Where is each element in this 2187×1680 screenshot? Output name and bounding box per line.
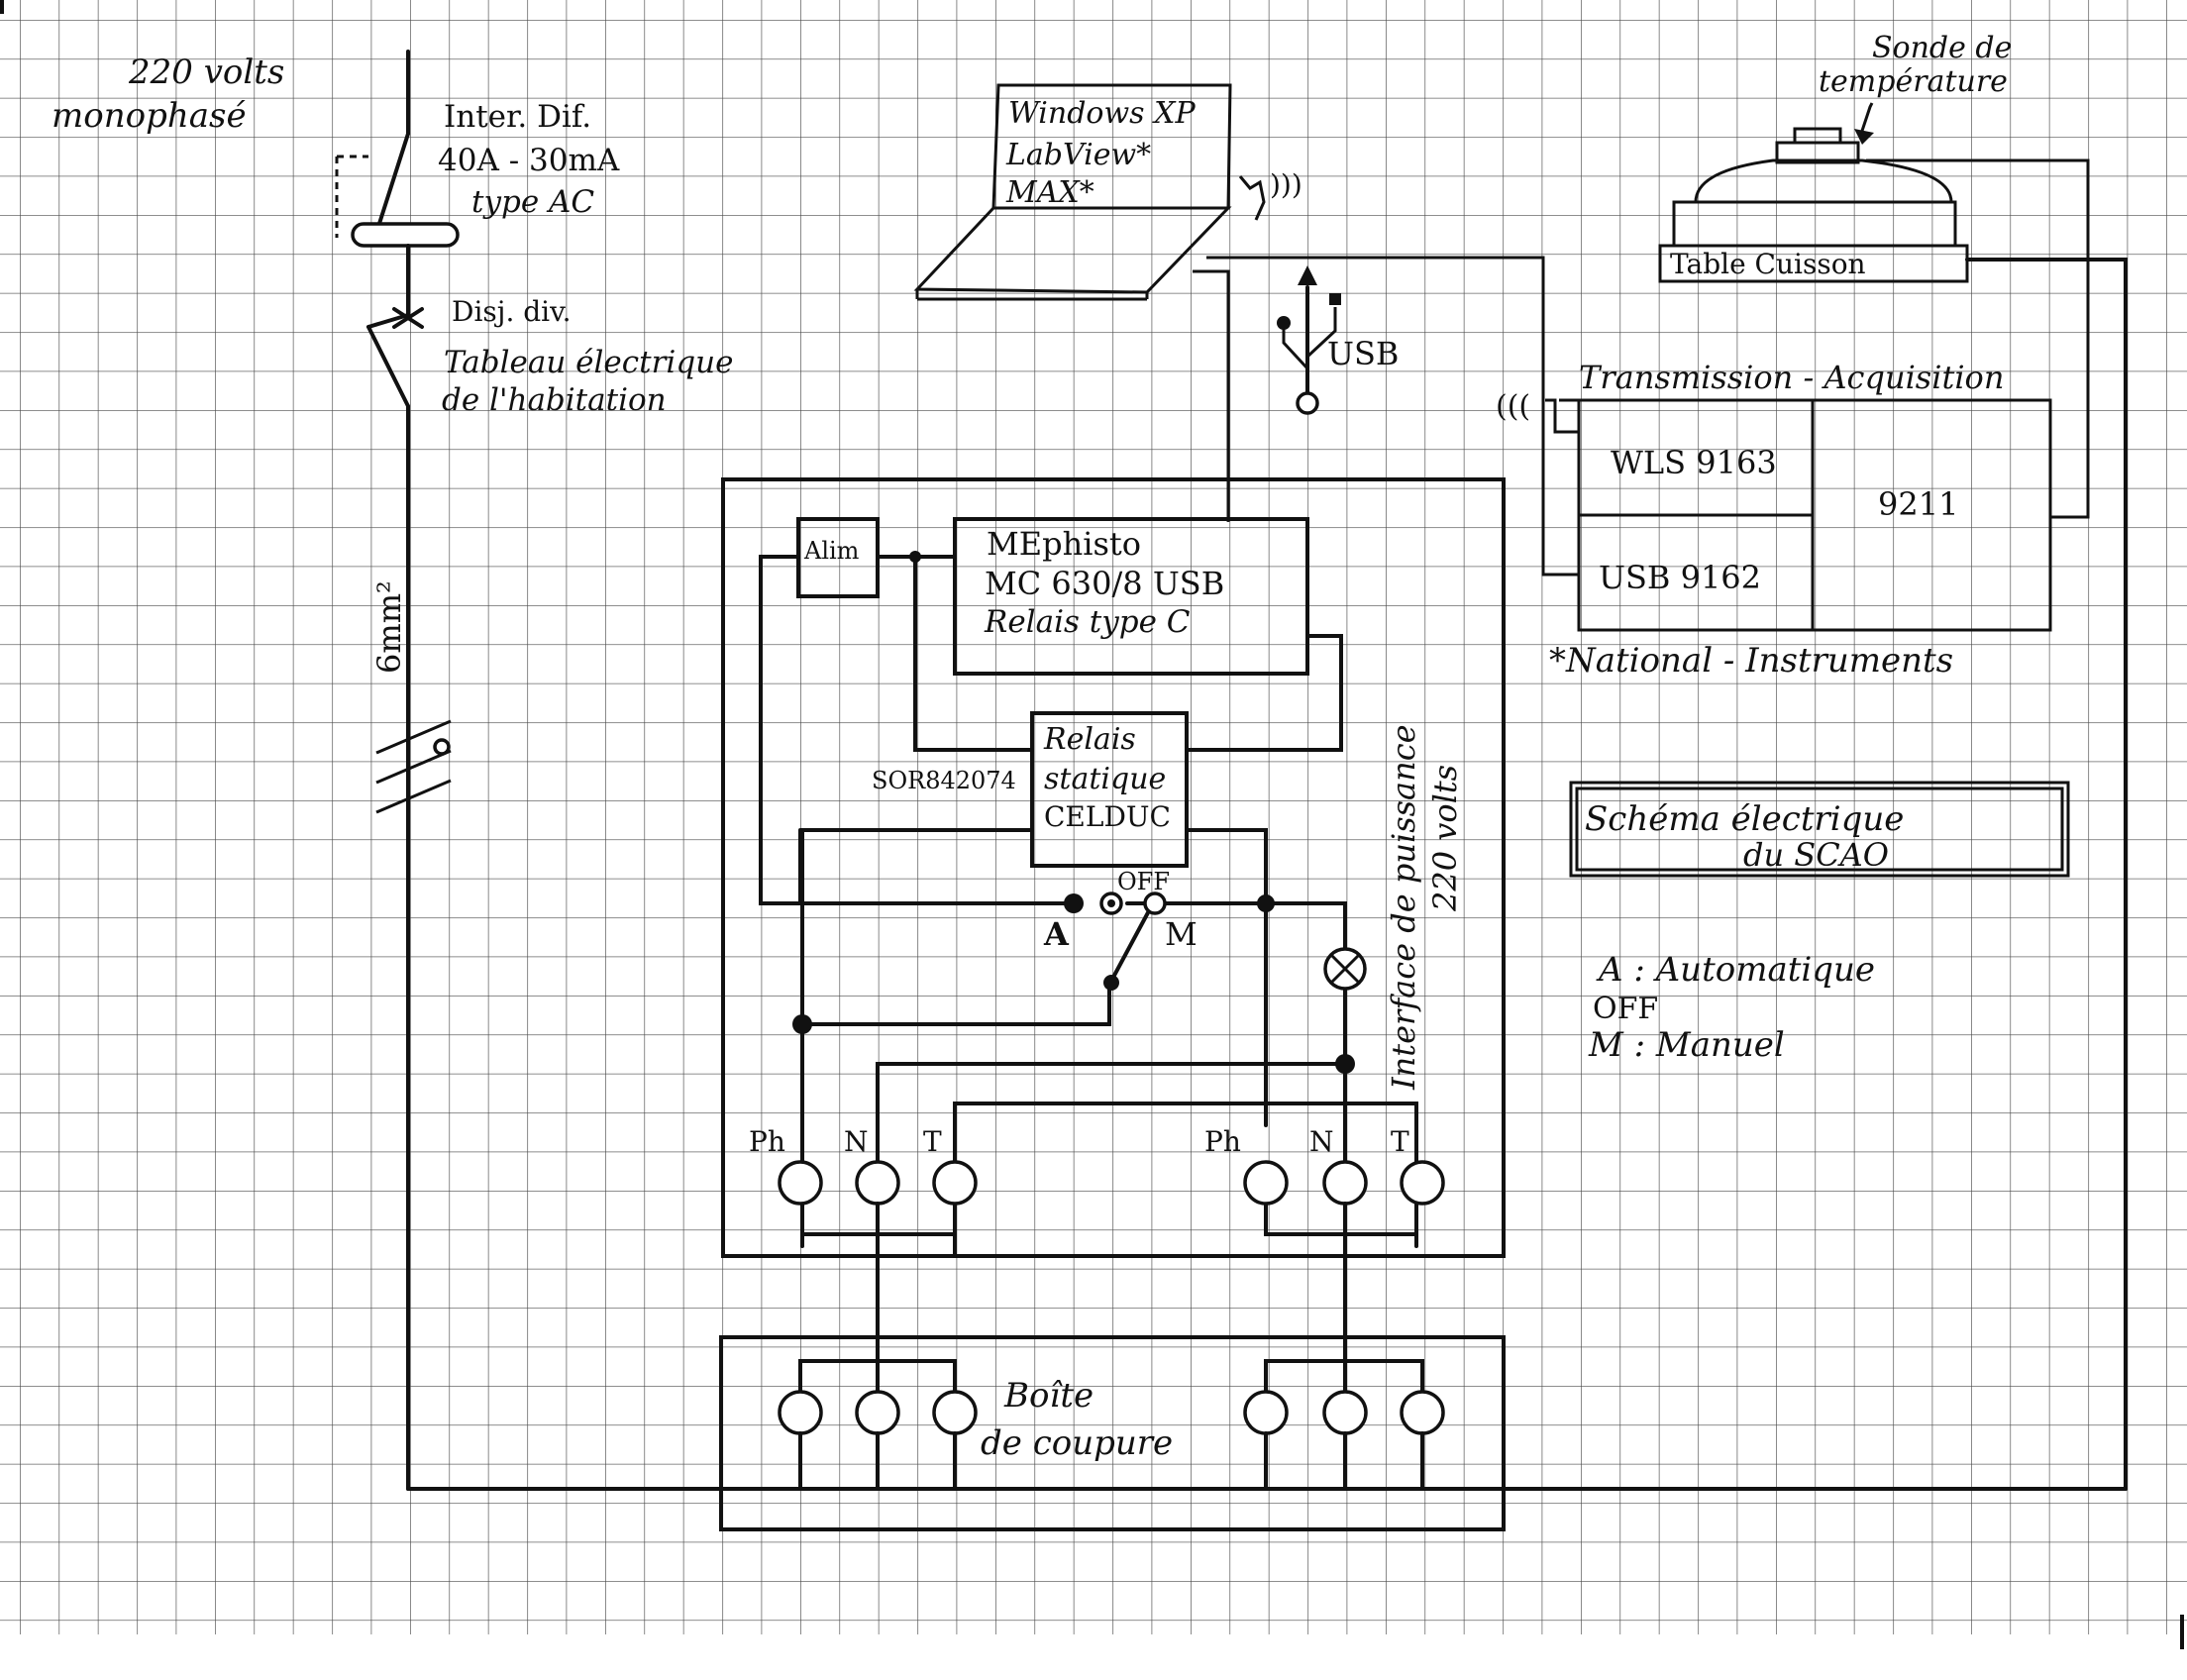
svg-text:monophasé: monophasé [52,96,247,136]
probe-cable [1866,158,2090,519]
svg-text:A : Automatique: A : Automatique [1596,950,1875,990]
svg-text:Tableau électrique: Tableau électrique [444,345,733,380]
interface-label-line2: 220 volts [1426,765,1464,912]
hotplate-label: Table Cuisson [1670,248,1866,280]
ni-9211-label: 9211 [1878,485,1958,523]
probe-label: Sonde de température [1819,31,2012,99]
svg-text:Windows XP: Windows XP [1008,96,1196,131]
svg-text:Schéma électrique: Schéma électrique [1585,799,1904,839]
laptop-pc: Windows XP LabView* MAX* ))) [913,83,1302,301]
usb-9162-label: USB 9162 [1599,559,1761,596]
switch-position-m: M [1165,915,1198,953]
static-relay-reference: SOR842074 [872,767,1016,794]
mode-selector-switch[interactable] [792,892,1355,1074]
svg-text:de l'habitation: de l'habitation [442,382,667,418]
interface-label-line1: Interface de puissance [1385,724,1422,1091]
svg-text:MAX*: MAX* [1005,175,1094,210]
cable-three-conductor-mark [375,719,452,814]
power-interface-box [721,477,1506,1258]
static-relay-line3: CELDUC [1044,800,1171,833]
acquisition-block: WLS 9163 USB 9162 9211 ((( [1496,389,2052,632]
mephisto-relay-card [953,517,1309,676]
national-instruments-footnote: *National - Instruments [1549,641,1953,681]
right-socket-label-ph: Ph [1204,1125,1241,1158]
usb-icon [1277,265,1341,415]
left-socket-label-t: T [923,1125,942,1158]
static-relay [1030,711,1189,868]
probe-arrow [1860,102,1874,132]
diagram-title: Schéma électrique du SCAO [1569,781,2070,878]
svg-text:type AC: type AC [471,184,594,220]
switch-position-off: OFF [1117,868,1170,895]
cutoff-left-terminals [778,1359,978,1491]
svg-text:OFF: OFF [1593,992,1658,1026]
switch-legend: A : Automatique OFF M : Manuel [1588,950,1875,1065]
static-relay-line1: Relais [1043,722,1136,757]
svg-text:LabView*: LabView* [1005,138,1151,172]
cutoff-box-label-line2: de coupure [981,1423,1173,1463]
static-relay-line2: statique [1044,762,1166,796]
disjoncteur-label: Disj. div. Tableau électrique de l'habit… [442,295,733,418]
left-socket-label-n: N [844,1125,869,1158]
graph-paper-grid [0,0,2187,1634]
right-socket-label-n: N [1309,1125,1334,1158]
laptop-to-mephisto-cable [1193,269,1230,520]
breaker-label: Inter. Dif. 40A - 30mA type AC [438,99,620,220]
wls-9163-label: WLS 9163 [1611,444,1777,481]
cutoff-right-terminals [1243,1359,1445,1491]
laptop-to-acquisition-cable [1206,256,1545,426]
usb-9162-cable [1541,426,1579,577]
usb-label: USB [1327,335,1399,372]
svg-text:Disj. div.: Disj. div. [452,295,572,328]
cutoff-box-label-line1: Boîte [1003,1376,1094,1416]
svg-text:Inter. Dif.: Inter. Dif. [444,99,591,135]
svg-text:Sonde de: Sonde de [1872,31,2012,65]
svg-text:40A - 30mA: 40A - 30mA [438,143,620,178]
differential-breaker [335,50,460,408]
svg-text:du SCAO: du SCAO [1743,836,1889,874]
svg-text:220 volts: 220 volts [128,52,284,92]
left-socket-terminals: Ph N T [749,1125,978,1206]
switch-position-a: A [1043,915,1070,953]
alim-label: Alim [803,537,860,565]
cable-section-label: 6mm² [370,580,408,674]
right-socket-label-t: T [1391,1125,1409,1158]
right-socket-terminals: Ph N T [1204,1125,1445,1206]
left-socket-label-ph: Ph [749,1125,785,1158]
svg-text:(((: ((( [1496,389,1530,424]
svg-text:M : Manuel: M : Manuel [1588,1025,1785,1065]
acquisition-title: Transmission - Acquisition [1579,359,2004,396]
cutoff-box [719,1335,1506,1531]
supply-label: 220 volts monophasé [52,52,284,136]
hotplate [1658,244,1969,283]
svg-text:))): ))) [1270,168,1302,201]
svg-text:température: température [1819,64,2008,99]
mephisto-line1: MEphisto [987,525,1141,563]
indicator-lamp-icon [1323,947,1367,991]
hotplate-power-cable [1965,258,2128,1491]
mephisto-line2: MC 630/8 USB [985,565,1224,602]
mephisto-line3: Relais type C [984,604,1191,640]
